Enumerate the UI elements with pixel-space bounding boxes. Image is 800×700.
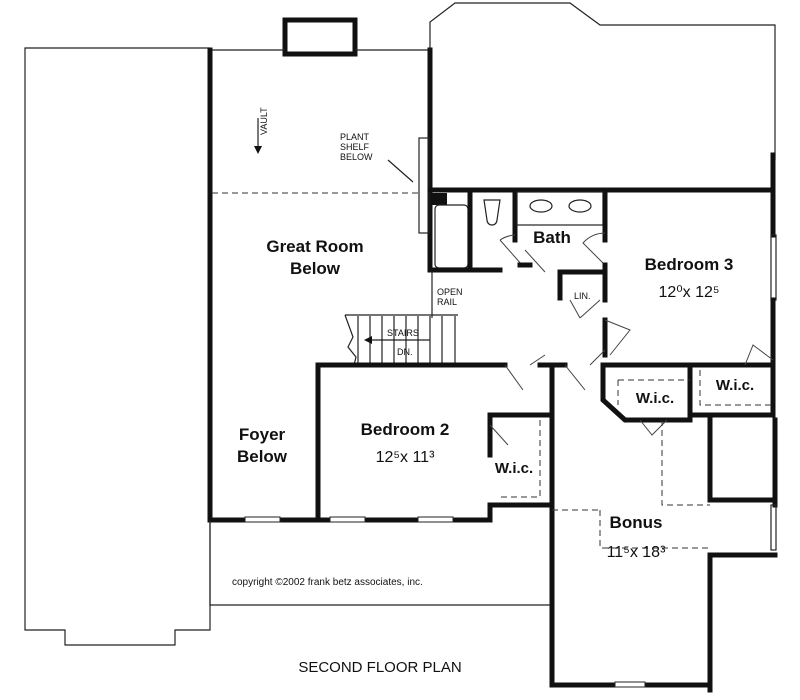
shelf: [699, 370, 773, 406]
window: [417, 516, 454, 523]
vault-arrow-head: [254, 146, 262, 154]
wall: [707, 417, 778, 503]
door[interactable]: [564, 349, 606, 391]
bath-label: Bath: [533, 228, 571, 247]
linen-label: LIN.: [574, 291, 591, 301]
bedroom-3-label: Bedroom 3: [645, 255, 734, 274]
wic-label: W.i.c.: [636, 390, 674, 407]
door[interactable]: [604, 319, 631, 356]
window: [329, 516, 366, 523]
plant-shelf-label: PLANT: [340, 132, 370, 142]
plan-title: SECOND FLOOR PLAN: [298, 659, 461, 676]
copyright: copyright ©2002 frank betz associates, i…: [232, 577, 423, 588]
door[interactable]: [504, 354, 546, 391]
toilet: [483, 199, 501, 226]
bonus-label: Bonus: [610, 513, 663, 532]
plant-shelf-label: BELOW: [340, 152, 373, 162]
wall: [487, 502, 553, 523]
great-room-sub: Below: [290, 259, 341, 278]
wic-label: W.i.c.: [716, 377, 754, 394]
porch-outline: [209, 520, 550, 606]
linen-door[interactable]: [569, 299, 601, 319]
bonus-dims: 11⁵x 18³: [607, 544, 666, 561]
wall: [707, 552, 778, 693]
wic-label: W.i.c.: [495, 460, 533, 477]
garage-outline: [24, 47, 211, 646]
window: [770, 234, 777, 301]
attic-line: [599, 510, 710, 549]
arrow: [387, 159, 414, 183]
open-rail-label: OPEN: [437, 287, 463, 297]
door[interactable]: [499, 234, 523, 266]
wall: [600, 362, 693, 423]
door[interactable]: [582, 232, 606, 266]
foyer-label: Foyer: [239, 425, 286, 444]
foyer-sub: Below: [237, 447, 288, 466]
window: [244, 516, 281, 523]
sink: [568, 199, 592, 213]
bedroom-3-dims: 12⁰x 12⁵: [658, 284, 719, 301]
door[interactable]: [524, 249, 546, 273]
open-rail-label: RAIL: [437, 297, 457, 307]
bedroom-2-label: Bedroom 2: [361, 420, 450, 439]
door[interactable]: [744, 344, 774, 366]
plant-shelf: [418, 137, 430, 234]
wall: [315, 362, 508, 523]
linen-wall: [557, 269, 608, 301]
great-room-label: Great Room: [266, 237, 363, 256]
stairs[interactable]: [344, 314, 456, 366]
shelf: [500, 420, 541, 498]
door[interactable]: [489, 424, 509, 446]
plant-shelf-label: SHELF: [340, 142, 370, 152]
window: [614, 681, 646, 688]
bathtub: [434, 204, 469, 269]
stairs-label: STAIRS: [387, 328, 419, 338]
window: [770, 504, 777, 551]
roof-outline: [429, 2, 776, 160]
bedroom-2-dims: 12⁵x 11³: [376, 449, 435, 466]
sink: [529, 199, 553, 213]
vault-label: VAULT: [259, 107, 269, 135]
down-label: DN.: [397, 347, 413, 357]
chimney: [282, 17, 358, 57]
attic-line: [661, 420, 710, 506]
wall-block: [432, 193, 447, 205]
